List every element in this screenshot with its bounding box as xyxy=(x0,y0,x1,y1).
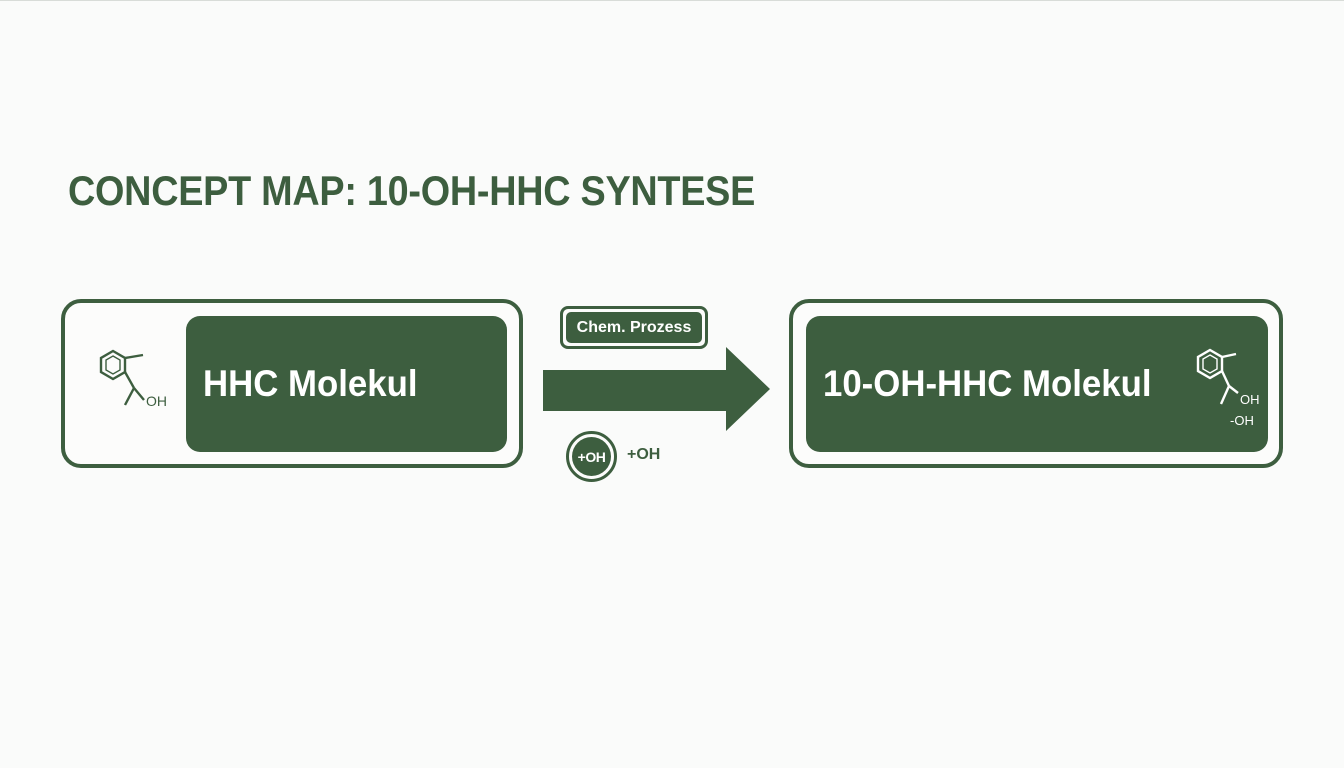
page-title: CONCEPT MAP: 10-OH-HHC SYNTESE xyxy=(68,167,756,214)
source-node-label: HHC Molekul xyxy=(203,363,418,404)
hydroxyl-badge-label: +OH xyxy=(572,437,611,476)
molecule-label: OH xyxy=(1240,392,1260,407)
molecule-structure-icon: OH -OH xyxy=(1196,348,1260,428)
molecule-label: OH xyxy=(146,393,167,409)
target-node-box: 10-OH-HHC Molekul OH -OH xyxy=(806,316,1268,452)
top-border xyxy=(0,0,1344,1)
molecule-structure-icon: OH xyxy=(99,349,167,409)
process-label-text: Chem. Prozess xyxy=(566,312,702,343)
target-node-label: 10-OH-HHC Molekul xyxy=(823,363,1152,404)
hydroxyl-badge: +OH xyxy=(566,431,617,482)
process-label: Chem. Prozess xyxy=(560,306,708,349)
source-node-box: HHC Molekul xyxy=(186,316,507,452)
hydroxyl-note: +OH xyxy=(627,446,661,463)
target-node: 10-OH-HHC Molekul OH -OH xyxy=(789,299,1283,468)
arrow-right-icon xyxy=(543,347,770,431)
source-node: OH HHC Molekul xyxy=(61,299,523,468)
molecule-label: -OH xyxy=(1230,413,1254,428)
